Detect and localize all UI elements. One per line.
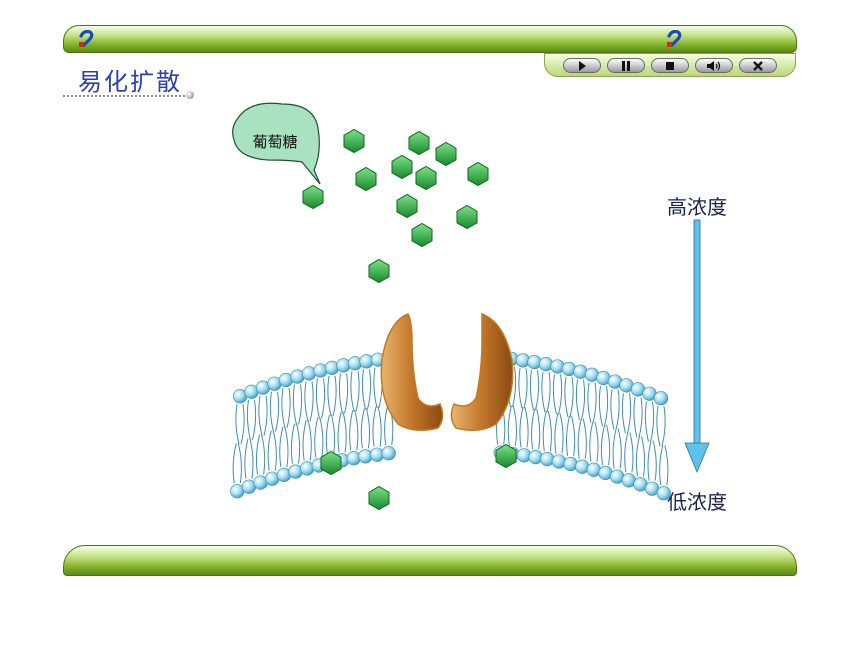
lipid-tail xyxy=(518,368,529,448)
lipid-tail xyxy=(360,369,372,449)
glucose-molecule xyxy=(495,443,517,469)
lipid-tail xyxy=(302,381,314,461)
close-button[interactable] xyxy=(739,58,777,73)
lipid-head xyxy=(381,446,396,461)
concentration-arrow-head xyxy=(684,442,710,474)
lipid-head xyxy=(563,456,578,472)
lipid-tail xyxy=(598,385,611,466)
lipid-tail xyxy=(587,382,599,462)
glucose-molecule xyxy=(435,141,457,167)
lipid-head xyxy=(516,448,532,463)
close-icon xyxy=(753,60,763,71)
lipid-tail xyxy=(575,379,587,459)
lipid-tail xyxy=(529,370,541,450)
high-concentration-label: 高浓度 xyxy=(667,195,727,219)
pause-button[interactable] xyxy=(607,58,645,73)
lipid-head xyxy=(538,357,554,372)
page-title: 易化扩散 xyxy=(78,68,182,96)
glucose-molecule xyxy=(391,154,413,180)
glucose-molecule xyxy=(368,258,390,284)
logo-icon xyxy=(667,30,682,47)
lipid-tail xyxy=(564,376,576,457)
bottom-bar xyxy=(63,545,797,576)
lipid-tail xyxy=(349,371,360,451)
concentration-arrow-shaft xyxy=(693,219,701,446)
glucose-molecule xyxy=(343,128,365,154)
lipid-head xyxy=(656,486,671,501)
lipid-head xyxy=(653,391,669,406)
lipid-tail xyxy=(644,401,657,481)
lipid-head xyxy=(575,459,590,474)
lipid-tail xyxy=(255,395,268,475)
lipid-tail xyxy=(372,367,383,447)
glucose-molecule xyxy=(467,161,489,187)
lipid-bilayer xyxy=(230,350,671,501)
media-control-panel xyxy=(544,53,796,77)
lipid-tail xyxy=(621,393,634,473)
glucose-label: 葡萄糖 xyxy=(252,133,297,151)
glucose-molecule xyxy=(302,184,324,210)
lipid-head xyxy=(551,454,567,469)
lipid-tail xyxy=(290,384,303,464)
lipid-tail xyxy=(633,397,646,477)
logo-icon xyxy=(79,30,94,47)
glucose-molecule xyxy=(408,130,430,156)
play-button[interactable] xyxy=(563,58,601,73)
lipid-head xyxy=(528,450,543,465)
stop-button[interactable] xyxy=(651,58,689,73)
lipid-tail xyxy=(314,378,326,458)
lipid-tail xyxy=(656,406,669,486)
lipid-head xyxy=(346,451,361,466)
stop-icon xyxy=(666,61,674,70)
carrier-protein-right xyxy=(450,312,514,431)
lipid-head xyxy=(300,461,315,476)
lipid-head xyxy=(540,452,555,467)
glucose-molecule xyxy=(320,450,342,476)
volume-button[interactable] xyxy=(695,58,733,73)
glucose-molecule xyxy=(396,193,418,219)
carrier-protein-left xyxy=(380,313,444,431)
glucose-molecule xyxy=(355,166,377,192)
lipid-tail xyxy=(244,399,257,479)
title-underline xyxy=(63,95,189,97)
lipid-tail xyxy=(325,375,337,455)
lipid-tail xyxy=(337,373,349,453)
title-bullet xyxy=(186,91,194,99)
lipid-tail xyxy=(610,389,622,469)
play-icon xyxy=(579,60,586,71)
lipid-head xyxy=(324,360,340,375)
lipid-tail xyxy=(232,404,245,484)
pause-icon xyxy=(622,60,630,71)
carrier-protein xyxy=(380,312,514,431)
lipid-tail xyxy=(552,374,564,454)
glucose-label-bubble xyxy=(232,102,321,185)
speaker-icon xyxy=(707,60,721,71)
lipid-tail xyxy=(267,391,280,471)
low-concentration-label: 低浓度 xyxy=(667,490,727,514)
glucose-molecule xyxy=(456,204,478,230)
glucose-molecule xyxy=(411,222,433,248)
lipid-tail xyxy=(279,387,291,468)
glucose-molecule xyxy=(415,165,437,191)
lipid-head xyxy=(550,359,565,374)
top-bar xyxy=(63,25,797,53)
lipid-tail xyxy=(541,372,552,452)
glucose-molecule xyxy=(368,485,390,511)
glucose-molecules xyxy=(302,128,517,511)
